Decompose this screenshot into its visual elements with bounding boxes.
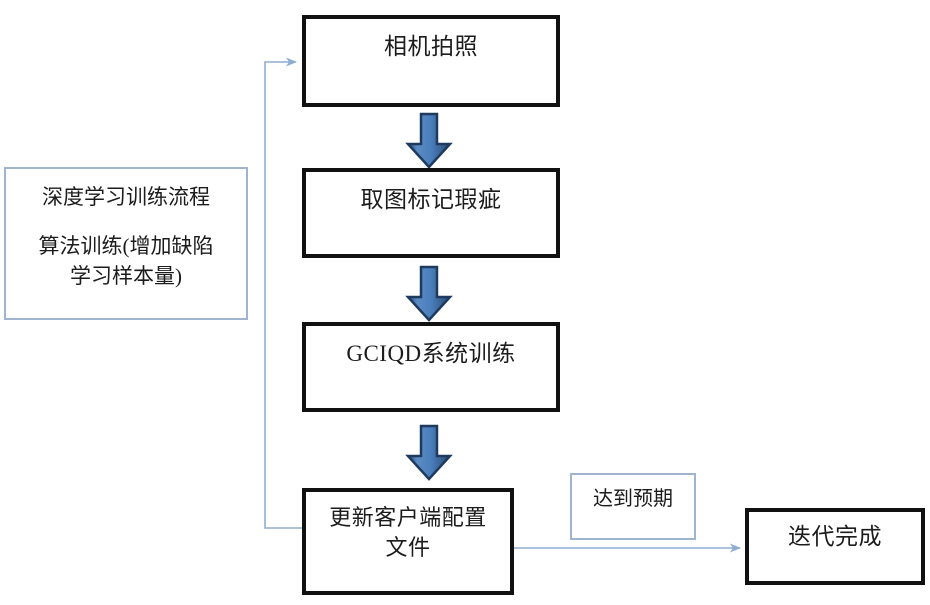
- step-update-config[interactable]: 更新客户端配置 文件: [302, 488, 514, 595]
- step-gciqd-training-label: GCIQD系统训练: [346, 341, 516, 366]
- block-arrow-2: [405, 265, 453, 323]
- step-gciqd-training[interactable]: GCIQD系统训练: [302, 322, 560, 412]
- block-arrow-1: [405, 112, 453, 170]
- deep-learning-training-note: 深度学习训练流程 算法训练(增加缺陷 学习样本量): [4, 167, 248, 320]
- condition-meets-expectation-label: 达到预期: [593, 488, 673, 510]
- feedback-connector-line: [264, 57, 302, 529]
- note-line-1: 深度学习训练流程: [42, 185, 210, 209]
- note-line-2: 算法训练(增加缺陷 学习样本量): [38, 234, 214, 288]
- terminal-iteration-complete-label: 迭代完成: [788, 524, 882, 549]
- step-camera-capture-label: 相机拍照: [384, 34, 478, 59]
- terminal-iteration-complete[interactable]: 迭代完成: [745, 508, 925, 585]
- step-mark-defects-label: 取图标记瑕疵: [360, 187, 502, 212]
- block-arrow-3: [405, 424, 453, 482]
- step-mark-defects[interactable]: 取图标记瑕疵: [302, 168, 560, 258]
- condition-meets-expectation: 达到预期: [570, 473, 696, 540]
- step-camera-capture[interactable]: 相机拍照: [302, 15, 560, 107]
- step-update-config-label: 更新客户端配置 文件: [329, 505, 487, 560]
